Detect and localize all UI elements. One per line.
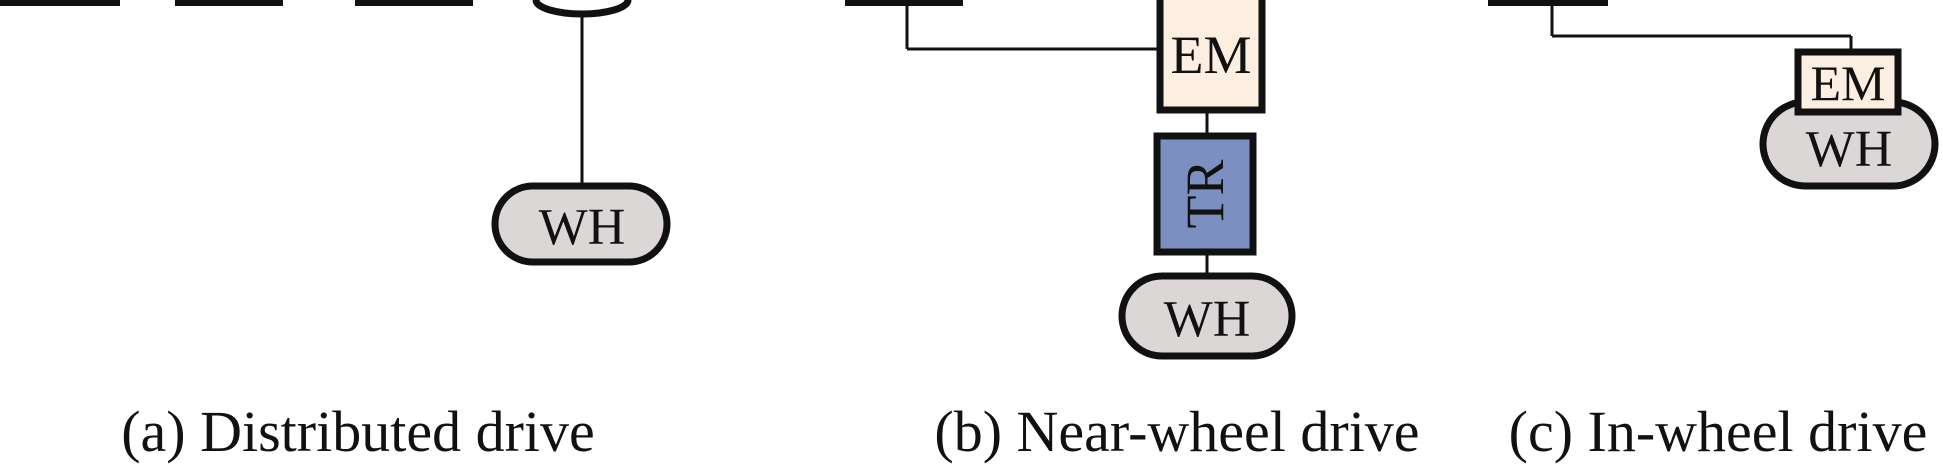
panel-b-wheel-label: WH: [1164, 291, 1251, 348]
panel-a-wheel: [491, 182, 671, 266]
panel-b-transmission-label: TR: [1175, 159, 1235, 228]
panel-b-bar: [845, 0, 963, 6]
panel-a-circle-bottom: [532, 0, 632, 18]
panel-a-bar-1: [0, 0, 120, 6]
panel-c-wheel-label: WH: [1806, 121, 1893, 178]
panel-c-bar: [1488, 0, 1608, 6]
panel-c: EM WH: [1488, 0, 1939, 190]
panel-b: EM TR WH: [845, 0, 1296, 360]
panel-b-motor-label: EM: [1171, 25, 1252, 85]
panel-c-motor: [1794, 48, 1902, 116]
caption-b: (b) Near-wheel drive: [934, 399, 1419, 464]
panel-a-bar-3: [355, 0, 473, 6]
panel-b-motor: [1156, 0, 1266, 114]
panel-a-wheel-label: WH: [539, 199, 626, 256]
panel-b-transmission: [1153, 132, 1257, 256]
panel-b-wheel: [1118, 272, 1296, 360]
panel-c-motor-label: EM: [1811, 55, 1886, 111]
panel-a: WH: [0, 0, 671, 266]
panel-a-bar-2: [175, 0, 283, 6]
caption-c: (c) In-wheel drive: [1509, 399, 1928, 464]
caption-a: (a) Distributed drive: [121, 399, 595, 464]
